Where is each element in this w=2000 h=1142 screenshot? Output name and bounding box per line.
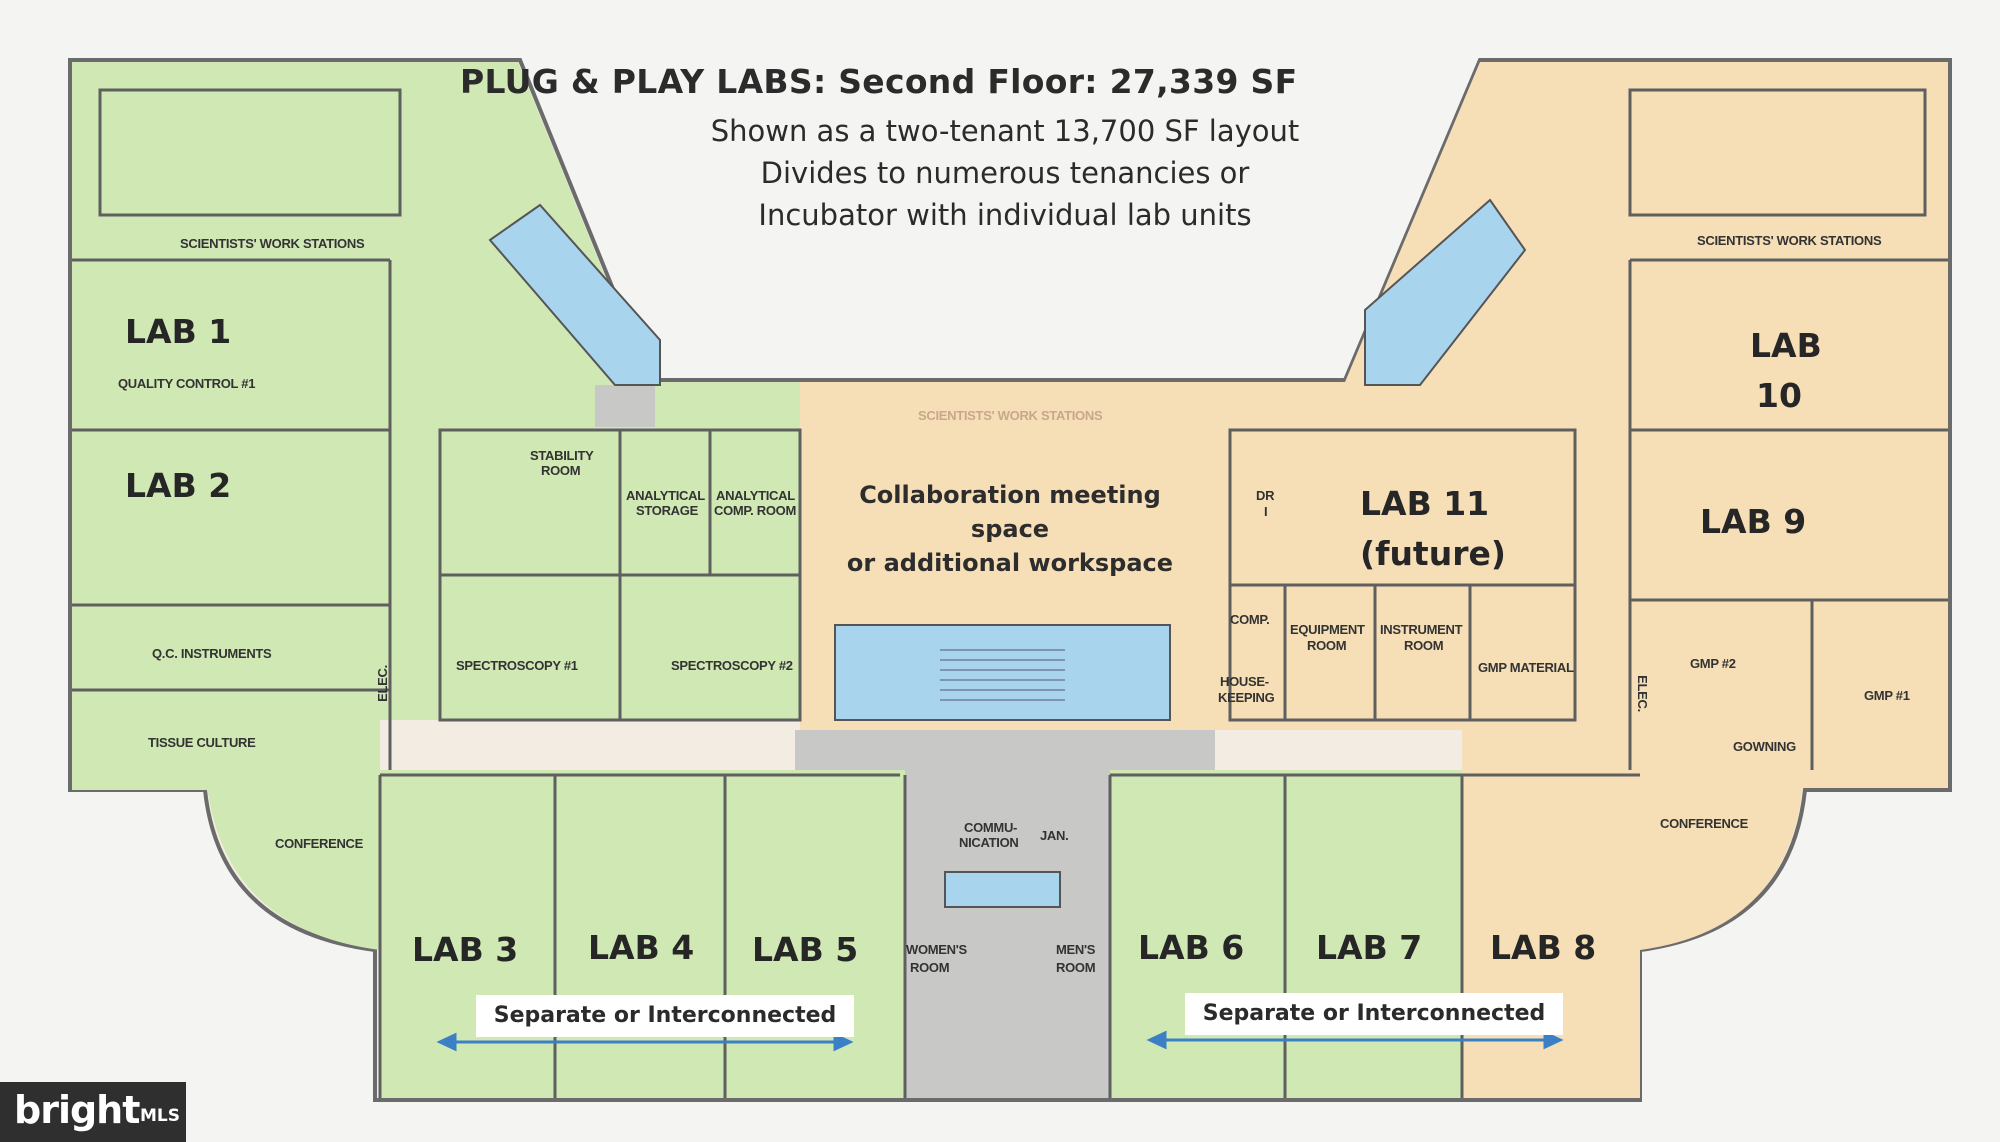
room-spectroscopy-2: SPECTROSCOPY #2 bbox=[671, 658, 793, 673]
room-womens-line-1: WOMEN'S bbox=[906, 942, 967, 957]
plan-title: PLUG & PLAY LABS: Second Floor: 27,339 S… bbox=[460, 62, 1298, 101]
room-equipment-line-2: ROOM bbox=[1307, 638, 1347, 653]
separate-interconnected-right: Separate or Interconnected bbox=[1185, 993, 1563, 1035]
lab-8-label: LAB 8 bbox=[1490, 928, 1597, 967]
room-communication-line-1: COMMU- bbox=[964, 820, 1018, 835]
subtitle-line-1: Shown as a two-tenant 13,700 SF layout bbox=[710, 114, 1300, 148]
room-gmp-1: GMP #1 bbox=[1864, 688, 1910, 703]
room-instrument-line-2: ROOM bbox=[1404, 638, 1444, 653]
room-workstations-left: SCIENTISTS' WORK STATIONS bbox=[180, 236, 365, 251]
room-elec-right: ELEC. bbox=[1634, 675, 1650, 712]
orange-tenant-conference-right bbox=[1640, 785, 1803, 950]
lab-9-label: LAB 9 bbox=[1700, 502, 1807, 541]
room-gmp-material: GMP MATERIAL bbox=[1478, 660, 1574, 675]
room-communication-line-2: NICATION bbox=[959, 835, 1019, 850]
room-womens-line-2: ROOM bbox=[910, 960, 950, 975]
room-qc-instruments: Q.C. INSTRUMENTS bbox=[152, 646, 272, 661]
room-quality-control: QUALITY CONTROL #1 bbox=[118, 376, 256, 391]
room-tissue-culture: TISSUE CULTURE bbox=[148, 735, 256, 750]
lab-1-label: LAB 1 bbox=[125, 312, 232, 351]
room-housekeeping-line-2: KEEPING bbox=[1218, 690, 1275, 705]
restroom-core bbox=[905, 770, 1110, 1098]
lab-2-label: LAB 2 bbox=[125, 466, 232, 505]
logo-brand: bright bbox=[14, 1088, 140, 1132]
logo-suffix: MLS bbox=[140, 1106, 180, 1126]
green-tenant-conference-left bbox=[207, 785, 380, 950]
room-comp: COMP. bbox=[1230, 612, 1270, 627]
interconnect-arrow-right bbox=[1146, 1030, 1564, 1050]
room-mens-line-1: MEN'S bbox=[1056, 942, 1096, 957]
room-gowning: GOWNING bbox=[1733, 739, 1796, 754]
collaboration-line-3: or additional workspace bbox=[846, 549, 1174, 577]
room-stability-line-1: STABILITY bbox=[530, 448, 594, 463]
collaboration-line-1: Collaboration meeting bbox=[859, 481, 1161, 509]
lab-10-label-line-1: LAB bbox=[1750, 326, 1822, 365]
room-drugs-line-2: I bbox=[1264, 504, 1268, 519]
room-spectroscopy-1: SPECTROSCOPY #1 bbox=[456, 658, 578, 673]
interior-walls bbox=[72, 88, 1948, 1098]
separate-interconnected-left: Separate or Interconnected bbox=[476, 995, 854, 1037]
room-elec-left: ELEC. bbox=[374, 665, 390, 702]
collaboration-space-label: Collaboration meeting space or additiona… bbox=[810, 478, 1210, 580]
collaboration-line-2: space bbox=[970, 515, 1050, 543]
subtitle-line-2: Divides to numerous tenancies or bbox=[760, 156, 1250, 190]
lab-11-label-line-1: LAB 11 bbox=[1360, 484, 1490, 523]
stair-east bbox=[1364, 198, 1527, 386]
room-conference-right: CONFERENCE bbox=[1660, 816, 1749, 831]
room-analytical-comp-line-1: ANALYTICAL bbox=[716, 488, 795, 503]
stair-center-treads bbox=[940, 649, 1065, 701]
room-workstations-right: SCIENTISTS' WORK STATIONS bbox=[1697, 233, 1882, 248]
room-analytical-storage-line-1: ANALYTICAL bbox=[626, 488, 705, 503]
lab-7-label: LAB 7 bbox=[1316, 928, 1423, 967]
core-corridor-link bbox=[595, 385, 655, 427]
room-analytical-comp-line-2: COMP. ROOM bbox=[714, 503, 796, 518]
lab-11-label-line-2: (future) bbox=[1360, 534, 1506, 573]
elevator-bay bbox=[944, 871, 1061, 908]
stair-west bbox=[488, 203, 661, 386]
room-janitor: JAN. bbox=[1040, 828, 1069, 843]
lab-4-label: LAB 4 bbox=[588, 928, 695, 967]
room-mens-line-2: ROOM bbox=[1056, 960, 1096, 975]
room-gmp-2: GMP #2 bbox=[1690, 656, 1736, 671]
bright-mls-logo: bright MLS bbox=[0, 1082, 186, 1142]
room-stability-line-2: ROOM bbox=[541, 463, 581, 478]
room-equipment-line-1: EQUIPMENT bbox=[1290, 622, 1365, 637]
lab-5-label: LAB 5 bbox=[752, 930, 859, 969]
lab-6-label: LAB 6 bbox=[1138, 928, 1245, 967]
room-housekeeping-line-1: HOUSE- bbox=[1220, 674, 1269, 689]
room-drugs-line-1: DR bbox=[1256, 488, 1275, 503]
lab-10-label-line-2: 10 bbox=[1756, 376, 1802, 415]
room-workstations-center: SCIENTISTS' WORK STATIONS bbox=[918, 408, 1103, 423]
room-instrument-line-1: INSTRUMENT bbox=[1380, 622, 1463, 637]
green-tenant-west-wing bbox=[72, 62, 800, 790]
subtitle-line-3: Incubator with individual lab units bbox=[758, 198, 1252, 232]
room-conference-left: CONFERENCE bbox=[275, 836, 364, 851]
interconnect-arrow-left bbox=[436, 1032, 854, 1052]
lab-3-label: LAB 3 bbox=[412, 930, 519, 969]
stair-center bbox=[834, 624, 1171, 721]
core-corridor bbox=[795, 730, 1215, 770]
room-analytical-storage-line-2: STORAGE bbox=[636, 503, 698, 518]
